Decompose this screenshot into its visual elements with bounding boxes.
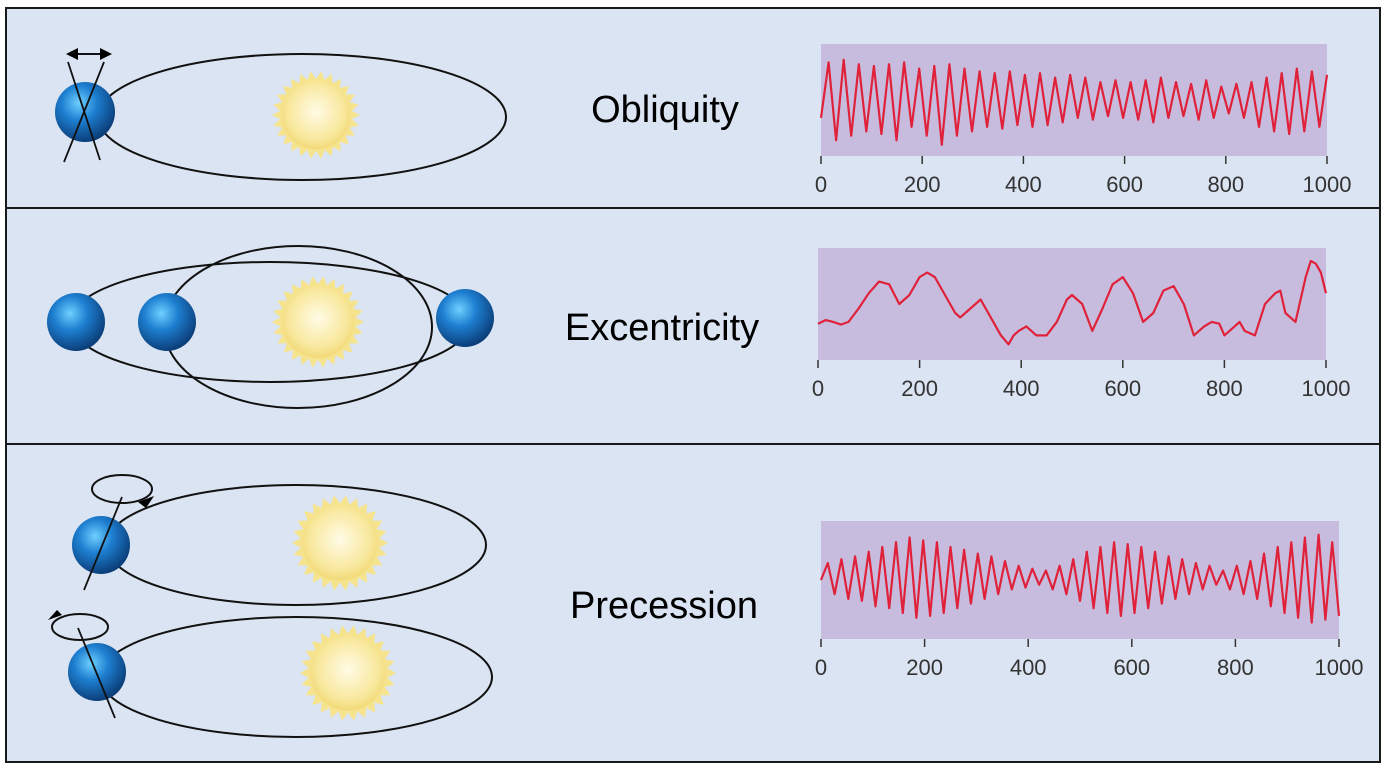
x-tick-label: 1000 [1302,376,1351,401]
sun-disc [281,80,351,150]
series-line [819,58,1329,146]
earth-icon [436,289,494,347]
x-tick-label: 0 [812,376,824,401]
panel-obliquity: Obliquity 0 200 400 600 800 1000 [5,7,1381,209]
x-tick-label: 200 [906,655,943,680]
sun-icon [292,495,388,591]
sun-icon [272,276,364,368]
rotation-arrow-icon [91,474,153,504]
orbit-diagram-excentricity [47,245,494,409]
x-tick-label: 800 [1207,172,1244,197]
x-tick-label: 200 [904,172,941,197]
tilt-axis-line [77,627,116,719]
earth-icon [47,293,105,351]
x-tick-label: 600 [1106,172,1143,197]
x-tick-label: 1000 [1303,172,1352,197]
tilt-axis-line [63,61,105,163]
plot-area [818,248,1326,360]
arrowhead-icon [48,610,62,620]
x-tick-label: 0 [815,655,827,680]
earth-icon [72,516,130,574]
sun-icon [300,625,396,721]
panel-excentricity: Excentricity 0 200 400 600 800 1000 [5,207,1381,445]
series-line [819,533,1341,624]
panel-label: Obliquity [591,89,739,131]
x-tick-label: 0 [815,172,827,197]
sun-disc [302,505,378,581]
x-tick-label: 400 [1003,376,1040,401]
x-tick-label: 200 [901,376,938,401]
series-line [817,259,1328,346]
chart-precession: 0 200 400 600 800 1000 [815,521,1364,680]
orbit-diagram-precession [48,474,493,738]
tilt-axis-line [83,496,123,591]
x-tick-label: 400 [1010,655,1047,680]
sun-icon [272,71,360,159]
x-tick-label: 1000 [1315,655,1364,680]
x-tick-label: 800 [1206,376,1243,401]
plot-area [821,521,1339,639]
x-tick-label: 600 [1104,376,1141,401]
rotation-arrow-icon [51,613,109,641]
chart-excentricity: 0 200 400 600 800 1000 [812,248,1351,401]
arrowhead-icon [66,48,112,60]
x-tick-label: 600 [1113,655,1150,680]
chart-obliquity: 0 200 400 600 800 1000 [815,44,1352,197]
panel-precession: Precession 0 200 400 600 800 1000 [5,443,1381,763]
earth-icon [138,293,196,351]
x-tick-label: 800 [1217,655,1254,680]
x-tick-label: 400 [1005,172,1042,197]
sun-disc [310,635,386,711]
orbit-diagram-obliquity [55,48,507,181]
arrowhead-icon [138,496,154,508]
panel-label: Excentricity [565,307,759,349]
panel-label: Precession [570,585,758,627]
sun-disc [282,286,354,358]
